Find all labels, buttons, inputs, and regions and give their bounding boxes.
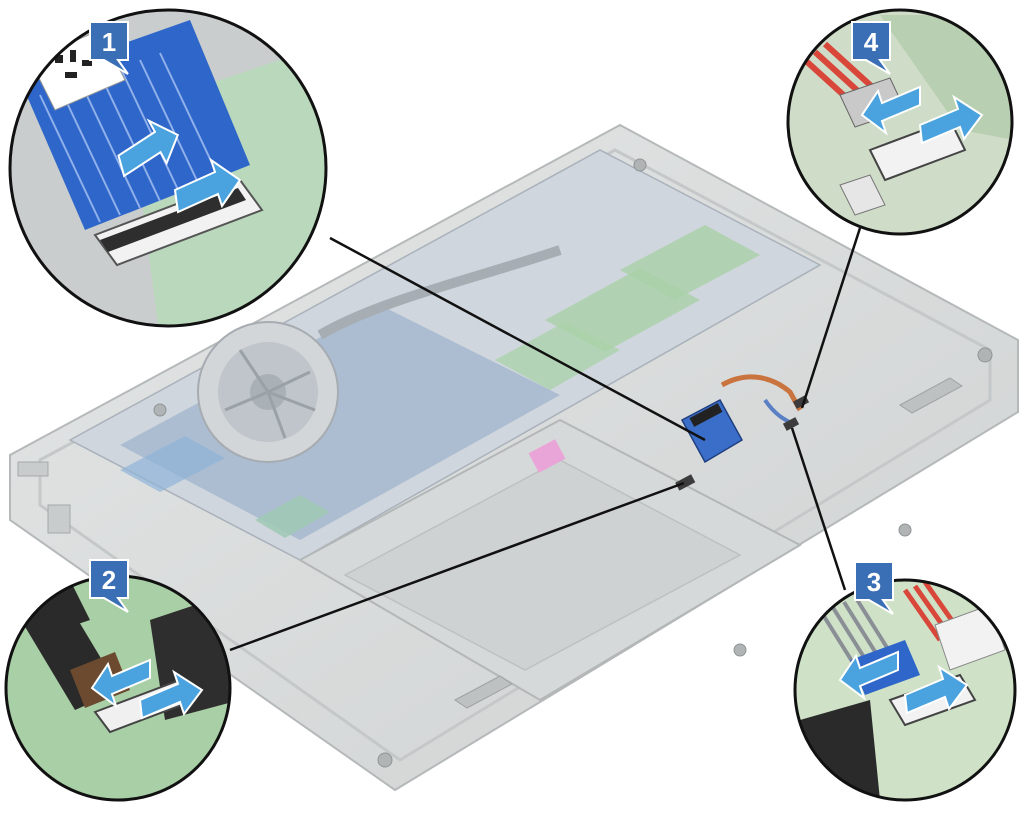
cooling-fan xyxy=(197,321,339,463)
cable-pull-arrow xyxy=(903,664,969,715)
wwan-card xyxy=(120,436,225,492)
memory-module-3 xyxy=(495,322,620,390)
side-port xyxy=(17,461,49,477)
speaker-right xyxy=(899,377,963,414)
touchpad-connector xyxy=(689,403,723,427)
cable-pull-arrow xyxy=(173,157,242,214)
leader-line-4 xyxy=(800,227,862,409)
memory-module-2 xyxy=(545,268,700,352)
callout-badge-1: 1 xyxy=(89,21,129,75)
callout-number-2: 2 xyxy=(102,565,116,595)
leader-lines xyxy=(229,227,862,652)
leader-line-3 xyxy=(790,427,847,591)
cable-pull-arrow xyxy=(138,669,204,720)
speaker-left xyxy=(454,675,513,709)
callout-number-1: 1 xyxy=(102,27,116,57)
connector-release-arrow xyxy=(838,650,899,701)
cable-pull-arrow xyxy=(918,94,984,145)
screw-holes xyxy=(153,158,993,768)
motherboard-blue-region xyxy=(120,305,560,540)
callout-number-4: 4 xyxy=(864,27,879,57)
connector-release-arrow xyxy=(860,85,921,136)
smartcard-cable xyxy=(720,374,803,412)
callout-2-magnifier xyxy=(4,574,232,802)
side-port-2 xyxy=(47,504,71,534)
chassis-inner-lip xyxy=(38,148,992,762)
callout-3-magnifier xyxy=(793,578,1017,802)
leader-line-1 xyxy=(329,236,706,442)
callout-badge-3: 3 xyxy=(854,561,894,615)
wlan-card xyxy=(255,495,330,538)
battery-bay-inner xyxy=(343,459,742,671)
connector-release-arrow xyxy=(90,658,151,709)
leader-line-2 xyxy=(229,481,685,652)
callout-4-magnifier xyxy=(786,8,1014,236)
callout-number-3: 3 xyxy=(867,567,881,597)
connector-release-arrow xyxy=(117,118,180,178)
led-connector xyxy=(782,417,800,431)
warning-label xyxy=(528,439,566,473)
callout-badge-2: 2 xyxy=(89,559,129,613)
callout-1-magnifier xyxy=(8,8,328,328)
callout-badge-4: 4 xyxy=(851,21,891,75)
fingerprint-connector xyxy=(675,474,696,491)
